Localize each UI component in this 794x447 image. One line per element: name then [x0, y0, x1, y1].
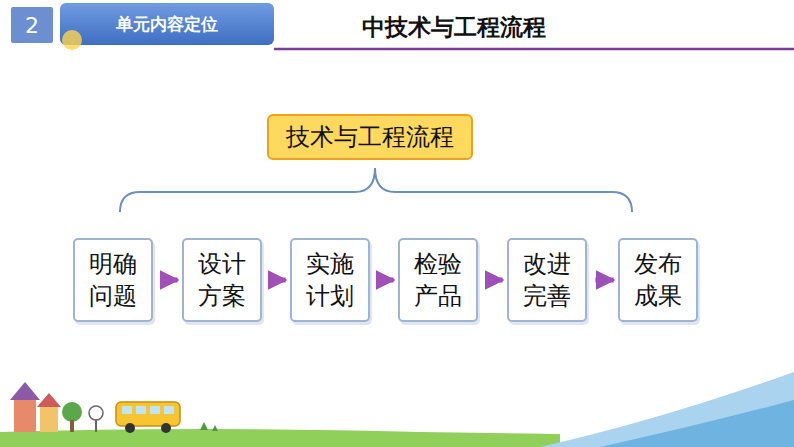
flow-arrow [378, 278, 393, 283]
title-box: 技术与工程流程 [267, 114, 473, 160]
curly-brace [120, 168, 632, 212]
bus-window [136, 406, 146, 414]
sign [89, 406, 103, 420]
water-wave [540, 372, 794, 447]
step-box: 发布 成果 [618, 238, 699, 322]
step-text: 检验 产品 [412, 248, 465, 313]
bus-window [122, 406, 132, 414]
bus-wheel [125, 423, 135, 433]
slide-title: 中技术与工程流程 [362, 12, 546, 43]
title-box-text: 技术与工程流程 [286, 121, 454, 153]
flow-arrow [161, 278, 177, 283]
step-text: 设计 方案 [196, 248, 249, 313]
tree [62, 402, 82, 422]
flow-arrow [270, 278, 285, 283]
house-roof [37, 393, 61, 407]
bus [116, 402, 180, 426]
house-roof [10, 382, 40, 400]
bus-window [150, 406, 160, 414]
number-square [10, 6, 54, 44]
step-box: 改进 完善 [507, 238, 588, 322]
step-box: 检验 产品 [398, 238, 479, 322]
bus-window [164, 406, 174, 414]
step-text: 实施 计划 [304, 248, 357, 313]
step-text: 改进 完善 [521, 248, 574, 313]
step-text: 发布 成果 [632, 248, 685, 313]
house [14, 398, 36, 432]
step-text: 明确 问题 [87, 248, 140, 313]
step-box: 实施 计划 [290, 238, 371, 322]
header-underline [274, 48, 794, 51]
step-box: 设计 方案 [182, 238, 263, 322]
grass [200, 422, 218, 431]
step-box: 明确 问题 [73, 238, 154, 322]
section-number: 2 [25, 13, 39, 38]
tree-trunk [70, 420, 74, 432]
sun-icon [62, 30, 82, 50]
water-wave [600, 400, 794, 447]
flow-arrow [595, 278, 613, 283]
section-tab-label: 单元内容定位 [116, 13, 218, 36]
house [40, 405, 58, 432]
header-tab [60, 3, 274, 45]
flow-arrow [486, 278, 502, 283]
bus-wheel [161, 423, 171, 433]
ground-strip [0, 429, 560, 447]
